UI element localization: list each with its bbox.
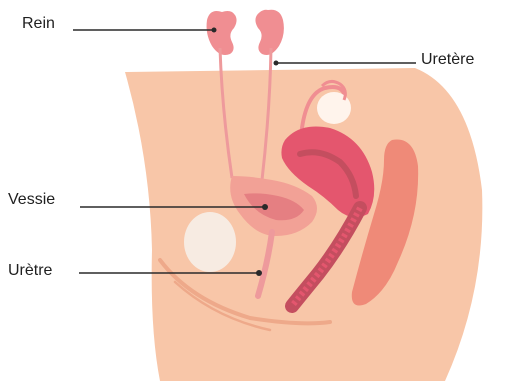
label-rein: Rein (22, 15, 55, 33)
left-kidney (207, 11, 237, 55)
uretere-leader-dot (274, 61, 279, 66)
pubic-bone (184, 212, 236, 272)
vessie-leader-dot (262, 204, 268, 210)
label-uretre: Urètre (8, 262, 52, 280)
rein-leader-dot (212, 28, 217, 33)
uretre-leader-dot (256, 270, 262, 276)
label-uretere: Uretère (421, 51, 474, 69)
label-vessie: Vessie (8, 191, 55, 209)
